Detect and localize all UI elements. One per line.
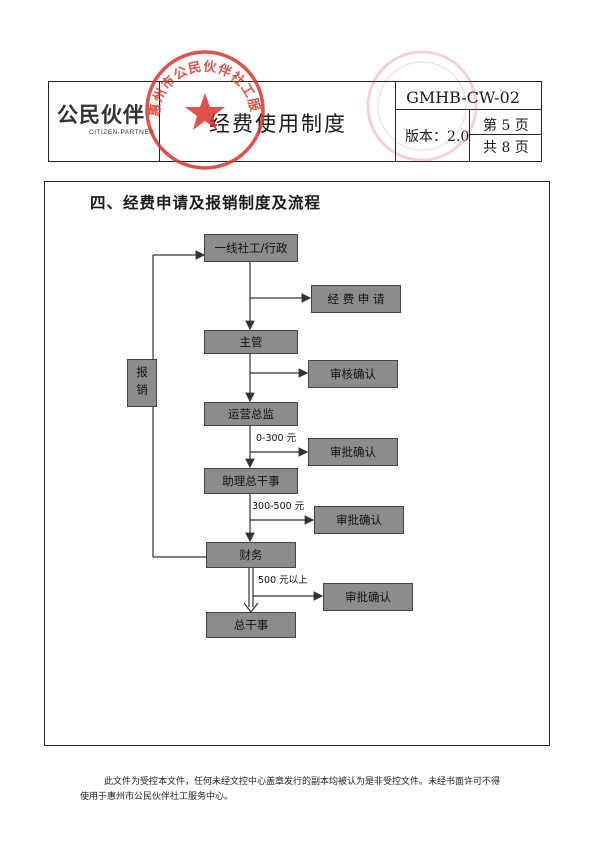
divider	[469, 110, 470, 161]
flow-step-frontline: 一线社工/行政	[204, 234, 298, 262]
flow-step-review: 审核确认	[308, 360, 398, 388]
flow-step-director: 总干事	[206, 612, 296, 638]
page-number: 第 5 页	[483, 118, 529, 134]
flow-step-approve-1: 审批确认	[308, 438, 398, 466]
flow-step-reimburse: 报销	[127, 359, 157, 407]
logo-subtitle: CITIZEN-PARTNER	[89, 129, 155, 136]
flow-step-approve-3: 审批确认	[323, 583, 413, 611]
divider	[395, 82, 396, 161]
flow-step-asst-director: 助理总干事	[204, 468, 298, 494]
footer-line-1: 此文件为受控本文件，任何未经文控中心盖章发行的副本均被认为是非受控文件。未经书面…	[104, 777, 501, 787]
flow-step-ops-director: 运营总监	[204, 402, 298, 426]
page-total: 共 8 页	[483, 139, 529, 156]
page-info: 第 5 页 共 8 页	[483, 116, 529, 159]
footer-line-2: 使用于惠州市公民伙伴社工服务中心。	[80, 791, 234, 802]
amount-range-2: 300-500 元	[252, 501, 305, 512]
star-icon	[185, 93, 225, 130]
document-footer: 此文件为受控本文件，任何未经文控中心盖章发行的副本均被认为是非受控文件。未经书面…	[80, 775, 550, 805]
content-frame	[44, 181, 550, 746]
logo: 公民伙伴	[57, 103, 145, 127]
document-version: 版本：2.0	[405, 129, 470, 145]
flow-step-approve-2: 审批确认	[314, 506, 404, 534]
section-title: 四、经费申请及报销制度及流程	[90, 194, 322, 212]
divider	[159, 82, 160, 161]
amount-range-1: 0-300 元	[256, 433, 297, 444]
divider	[469, 134, 541, 135]
flow-step-finance: 财务	[206, 542, 296, 568]
document-header: 公民伙伴 CITIZEN-PARTNER 经费使用制度 GMHB-CW-02 版…	[48, 81, 542, 162]
divider	[395, 109, 541, 110]
faint-seal-icon	[366, 50, 478, 162]
flow-step-apply: 经 费 申 请	[311, 285, 401, 313]
amount-range-3: 500 元以上	[258, 575, 308, 586]
official-seal-stamp: 惠州市公民伙伴社工服务中心	[140, 45, 265, 170]
document-title: 经费使用制度	[209, 112, 347, 136]
document-code: GMHB-CW-02	[406, 88, 520, 107]
flow-step-supervisor: 主管	[204, 330, 298, 354]
